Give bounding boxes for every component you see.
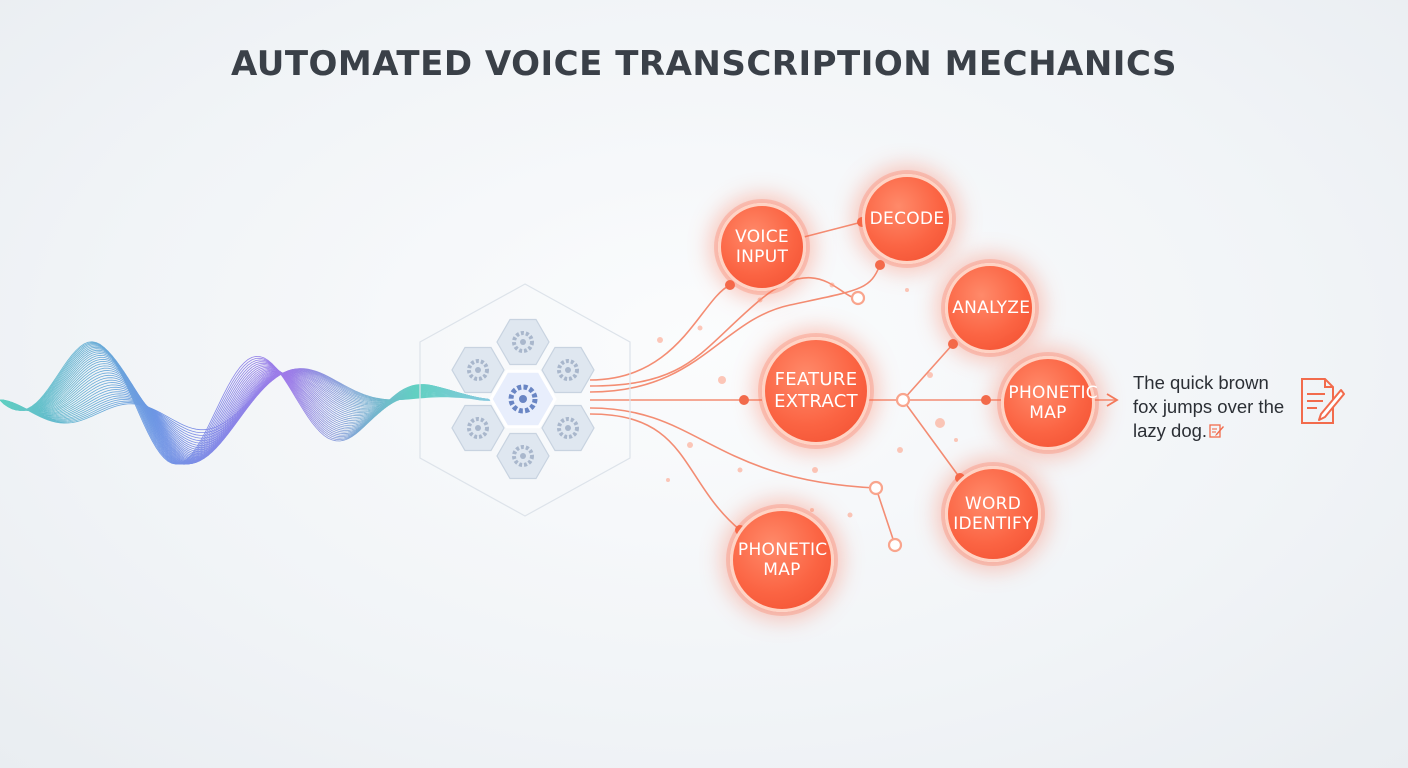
node-voice-input: VOICE INPUT — [718, 203, 806, 291]
processing-hub — [419, 283, 631, 517]
transcription-output: The quick brown fox jumps over the lazy … — [1133, 372, 1285, 441]
node-phonetic-map-right: PHONETIC MAP — [1001, 356, 1098, 450]
node-analyze: ANALYZE — [945, 263, 1035, 353]
node-phonetic-map-bottom: PHONETIC MAP — [730, 508, 834, 612]
gear-icon — [541, 346, 595, 394]
node-word-identify: WORD IDENTIFY — [945, 466, 1041, 562]
pencil-icon — [1209, 424, 1225, 438]
gear-icon — [496, 432, 550, 480]
gear-icon — [451, 346, 505, 394]
gear-icon — [541, 404, 595, 452]
arrow-right-icon — [1106, 393, 1119, 407]
waveform-icon — [0, 341, 520, 465]
page-title: AUTOMATED VOICE TRANSCRIPTION MECHANICS — [230, 44, 1178, 84]
gear-icon — [451, 404, 505, 452]
gear-icon — [489, 369, 557, 429]
node-decode: DECODE — [862, 174, 952, 264]
node-feature-extract: FEATURE EXTRACT — [762, 337, 870, 445]
document-pencil-icon — [1301, 378, 1345, 424]
gear-icon — [496, 318, 550, 366]
